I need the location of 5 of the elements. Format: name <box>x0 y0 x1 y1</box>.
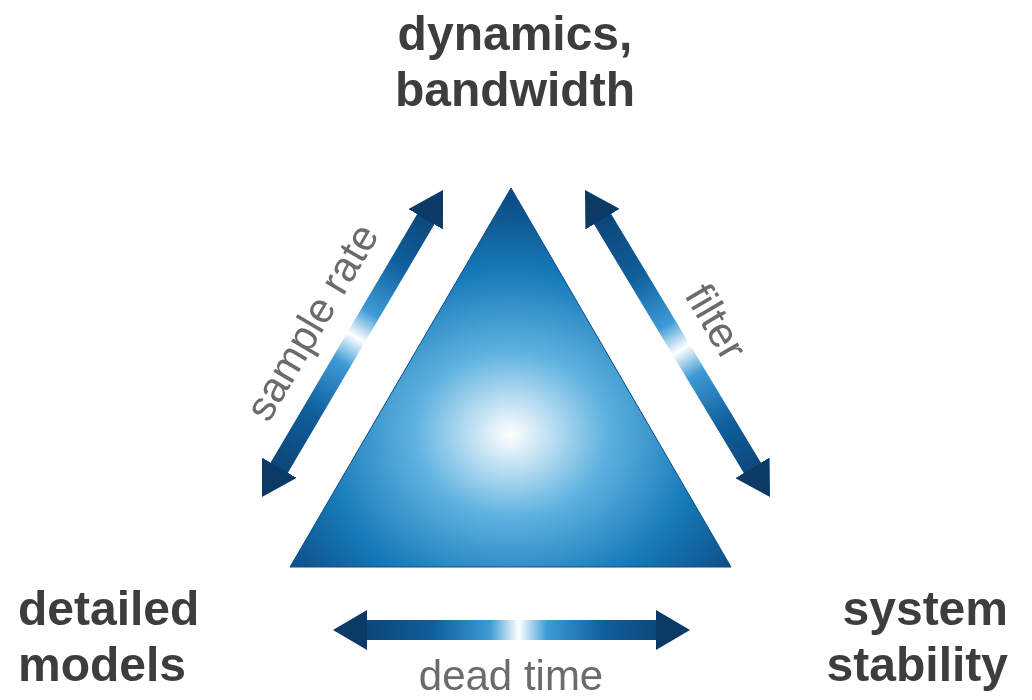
double-arrow <box>333 610 690 650</box>
edge-label: dead time <box>418 652 604 700</box>
corner-label: detailed models <box>18 581 201 693</box>
corner-label: system stability <box>825 581 1008 693</box>
corner-label: dynamics, bandwidth <box>394 6 636 118</box>
